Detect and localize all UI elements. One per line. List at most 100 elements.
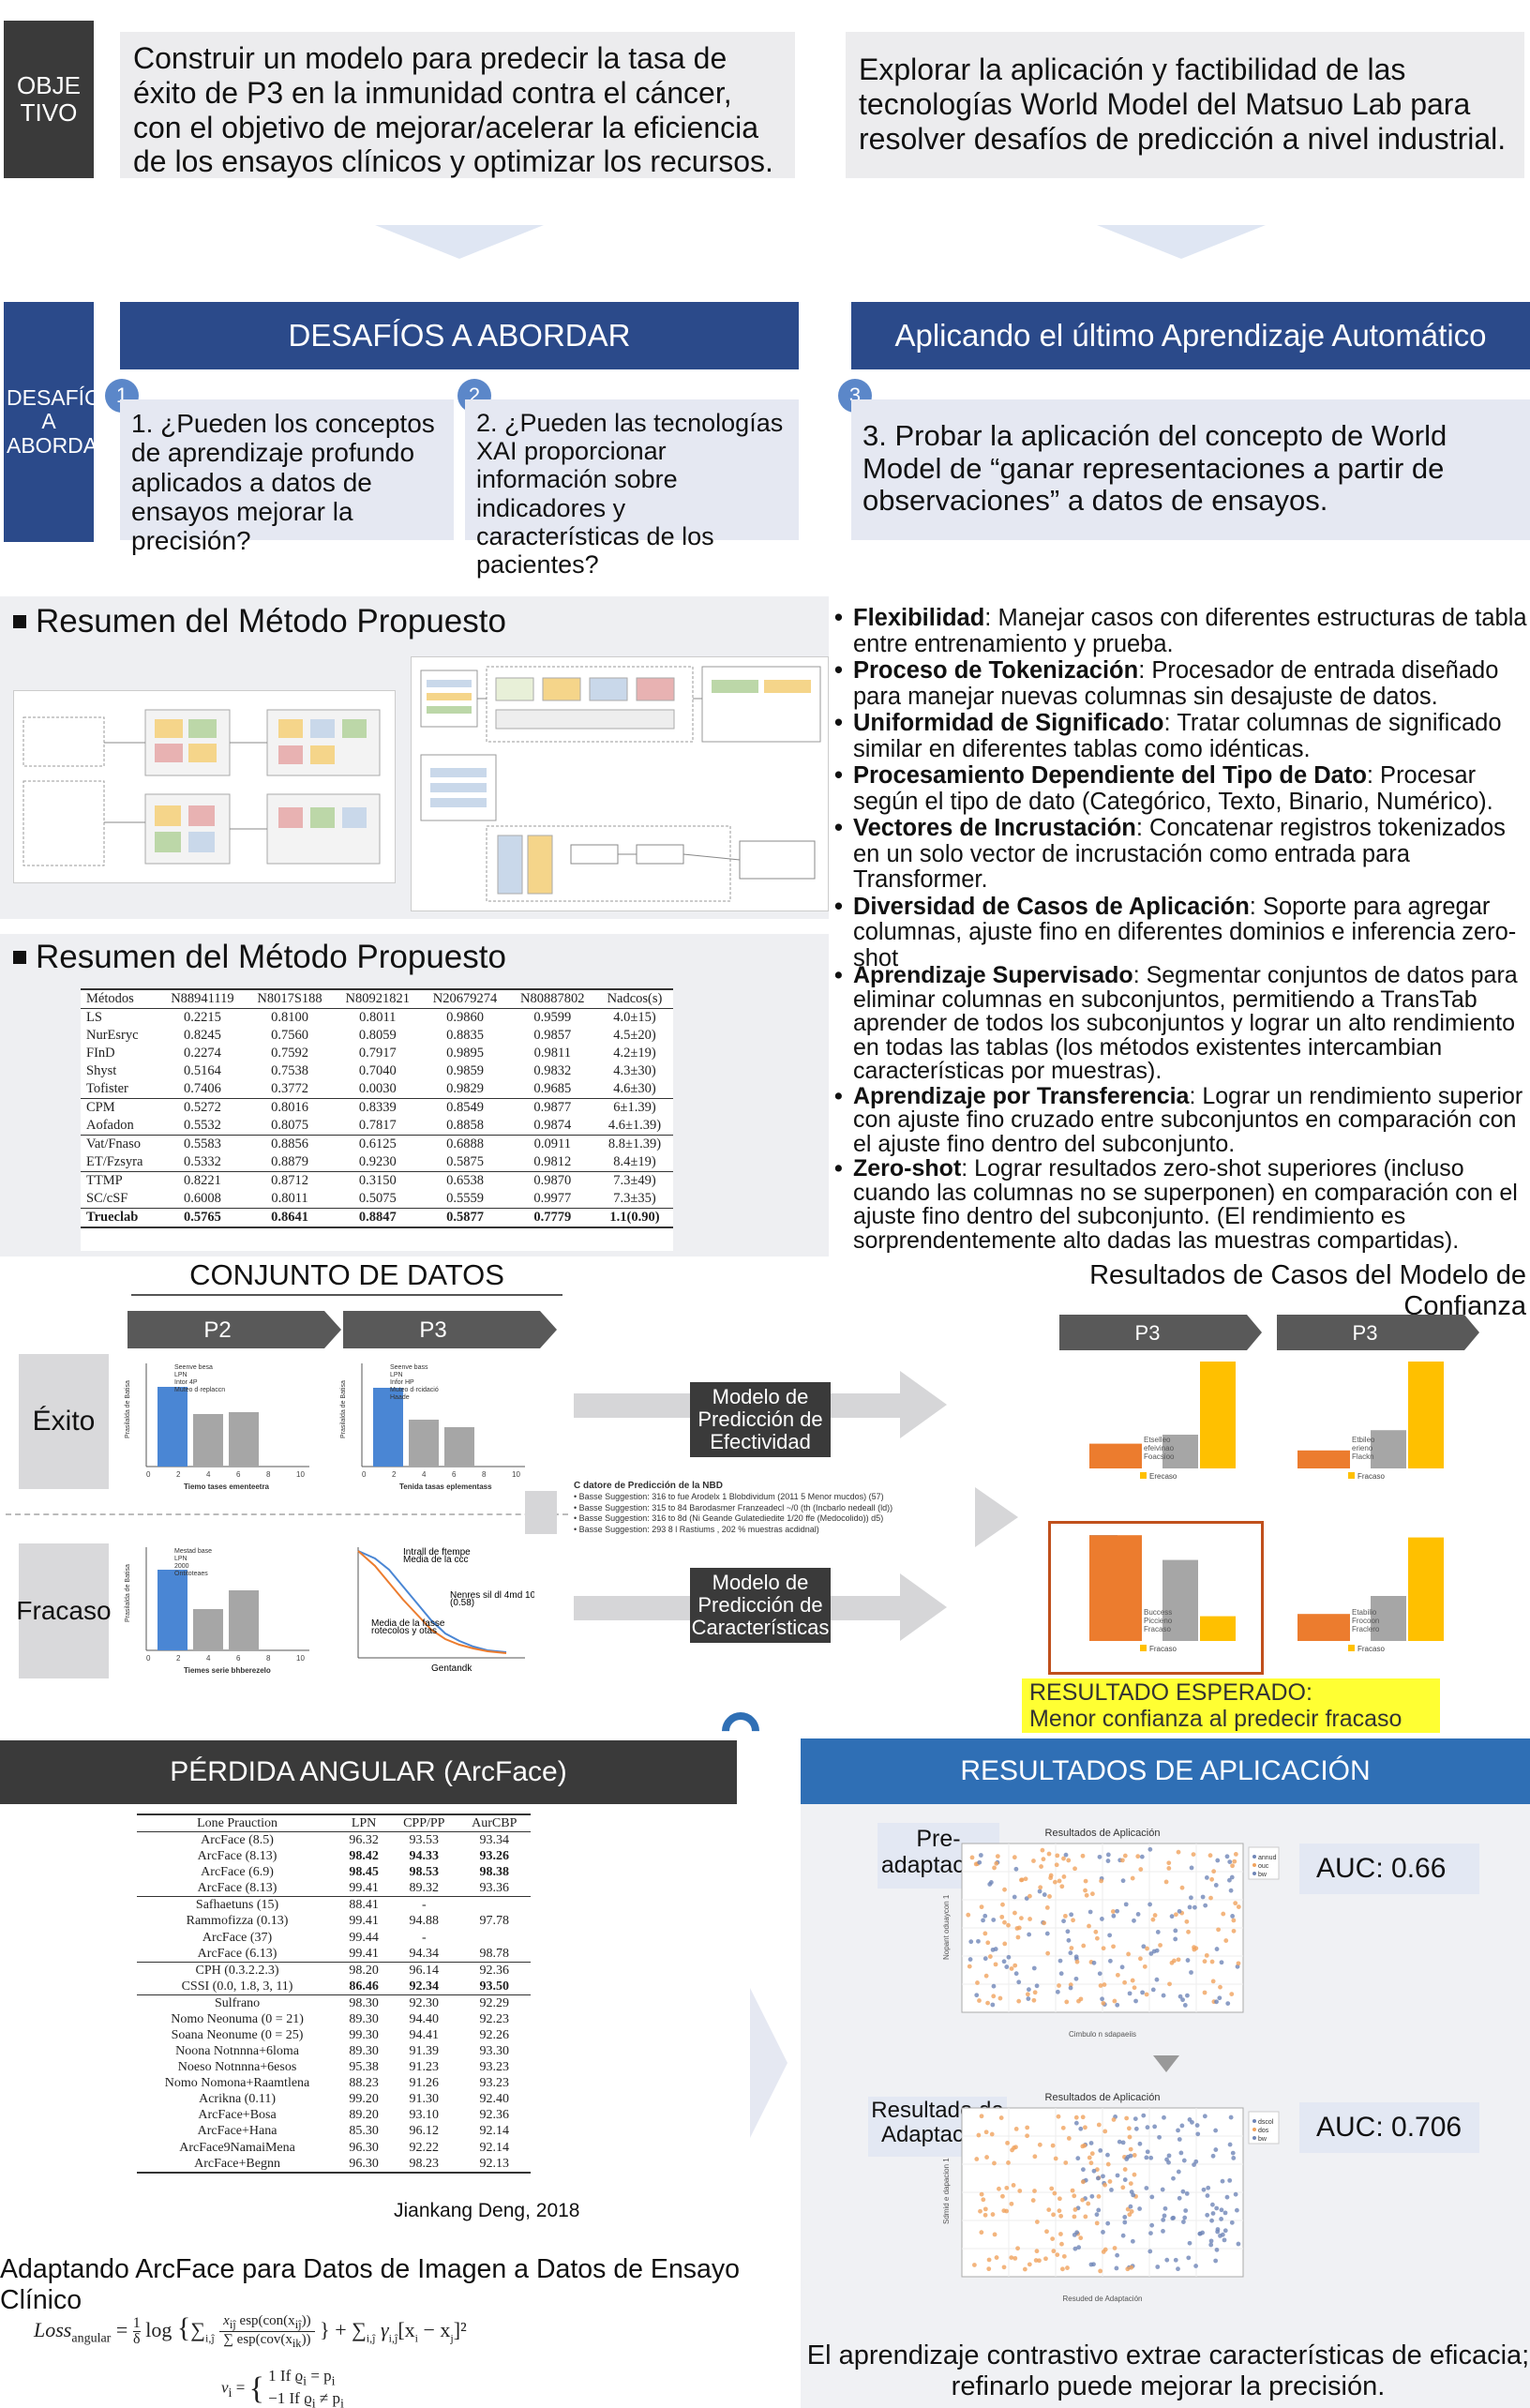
axis-label: Prasilalda de Batisa <box>125 1564 131 1622</box>
data-point <box>1072 2246 1078 2251</box>
data-point <box>1013 2127 1019 2131</box>
table-cell: 98.53 <box>409 1865 440 1880</box>
table-cell: 0.5559 <box>446 1191 484 1206</box>
arrow-head-icon <box>900 1371 947 1438</box>
legend-label: LPN <box>174 1372 188 1378</box>
data-point <box>1096 2122 1102 2128</box>
data-point <box>1144 1992 1149 1997</box>
data-point <box>1137 2206 1143 2211</box>
data-point <box>1115 2252 1120 2258</box>
data-point <box>990 2002 996 2008</box>
data-point <box>1046 2207 1052 2213</box>
data-point <box>1105 2220 1111 2226</box>
data-point <box>1012 1855 1017 1860</box>
table-cell: 97.78 <box>479 1914 510 1929</box>
data-point <box>1193 2264 1198 2268</box>
table-cell: 85.30 <box>349 2124 379 2139</box>
data-point <box>1192 1947 1197 1952</box>
dataset-title: CONJUNTO DE DATOS <box>131 1258 562 1296</box>
data-point <box>1056 2114 1061 2119</box>
data-point <box>1101 1946 1106 1951</box>
table-cell: 92.34 <box>409 1979 440 1994</box>
data-point <box>1187 1904 1192 1910</box>
data-point <box>1012 1963 1018 1968</box>
data-point <box>1215 2229 1221 2235</box>
table-cell: 0.9829 <box>446 1081 484 1096</box>
data-point <box>1214 1999 1219 2005</box>
tick-label: 2 <box>176 1654 181 1663</box>
p2-label: P2 <box>203 1317 231 1343</box>
data-point <box>1070 2188 1075 2193</box>
data-point <box>1162 2205 1168 2211</box>
data-point <box>1176 2266 1180 2272</box>
data-point <box>1202 2114 1208 2119</box>
data-point <box>1133 1998 1138 2004</box>
legend-swatch <box>1140 1645 1147 1651</box>
data-point <box>1222 2210 1228 2216</box>
data-point <box>1161 1993 1166 1998</box>
data-point <box>1006 2160 1011 2165</box>
confidence-title: Resultados de Casos del Modelo de Confia… <box>1089 1260 1526 1321</box>
data-point <box>1032 2189 1037 2193</box>
data-point <box>1084 1892 1089 1898</box>
bar <box>1371 1596 1406 1641</box>
square-bullet-icon <box>13 951 26 964</box>
table-cell: 0.5164 <box>183 1063 221 1078</box>
table-row: ArcFace (37)99.44- <box>137 1930 531 1946</box>
table-cell: 93.36 <box>479 1881 510 1896</box>
km-note: rotecolos y otas <box>371 1626 437 1636</box>
table-cell: 88.41 <box>349 1898 379 1913</box>
table-cell: 7.3±49) <box>613 1173 656 1188</box>
data-point <box>1148 1846 1153 1852</box>
data-point <box>1221 1911 1226 1917</box>
data-point <box>1042 1920 1047 1926</box>
table-cell: 0.5583 <box>183 1136 221 1151</box>
data-point <box>1189 1970 1193 1975</box>
table-cell: 99.41 <box>349 1881 379 1896</box>
data-point <box>1028 1917 1032 1921</box>
bar <box>1162 1435 1198 1468</box>
tick-label: 10 <box>512 1470 520 1479</box>
case-line-2b: ≠ p <box>315 2388 340 2407</box>
table-cell: 0.8100 <box>271 1010 308 1025</box>
data-point <box>1185 1993 1190 1998</box>
data-point <box>990 2212 996 2217</box>
method2-bullet: Aprendizaje por Transferencia: Lograr un… <box>832 1084 1530 1157</box>
table-cell: TTMP <box>86 1173 123 1188</box>
table-cell: 93.34 <box>479 1833 510 1848</box>
data-point <box>977 1998 982 2003</box>
bar <box>229 1590 259 1650</box>
table-header-cell: Métodos <box>86 991 134 1006</box>
data-point <box>1224 2194 1230 2200</box>
data-point <box>1075 2156 1081 2161</box>
legend-label: Etselleo <box>1144 1436 1171 1444</box>
data-point <box>1101 2174 1105 2179</box>
data-point <box>1055 1853 1060 1859</box>
table-cell: 0.8847 <box>358 1210 397 1225</box>
prediction-text-title: C datore de Predicción de la NBD <box>574 1481 723 1491</box>
axis-label: Prasilalda de Batisa <box>340 1380 347 1438</box>
data-point <box>999 1914 1005 1919</box>
data-point <box>992 2232 998 2237</box>
bar <box>193 1609 223 1650</box>
data-point <box>990 1947 996 1952</box>
architecture-diagram-icon <box>22 709 381 866</box>
data-point <box>1122 2215 1128 2220</box>
data-point <box>1181 2158 1187 2163</box>
data-point <box>979 2114 984 2119</box>
p3-label: P3 <box>1353 1321 1378 1345</box>
data-point <box>1173 1928 1178 1934</box>
table-cell: 0.8075 <box>271 1118 308 1133</box>
fail-row-label: Fracaso <box>16 1543 112 1678</box>
table-cell: 0.5272 <box>183 1100 221 1115</box>
data-point <box>1185 1958 1191 1963</box>
data-point <box>1114 2265 1119 2271</box>
data-point <box>1058 1971 1064 1977</box>
data-point <box>1046 1851 1052 1857</box>
table-cell: 92.14 <box>479 2140 510 2155</box>
